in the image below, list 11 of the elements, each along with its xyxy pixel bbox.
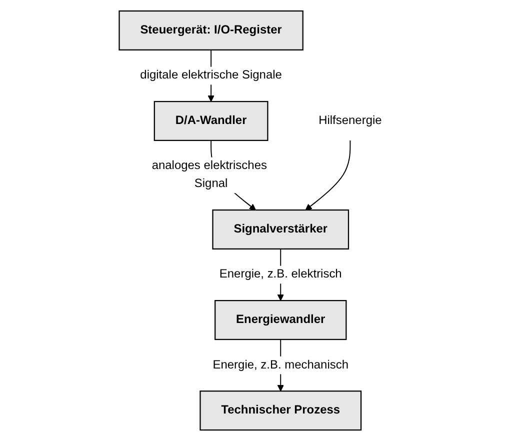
node-text: Hilfsenergie bbox=[318, 114, 382, 127]
edge-label: analoges elektrisches Signal bbox=[152, 160, 267, 190]
node-box: Technischer Prozess bbox=[200, 390, 362, 431]
node-box: Energiewandler bbox=[214, 300, 347, 340]
node-box: Steuergerät: I/O-Register bbox=[118, 10, 304, 50]
node-box: Signalverstärker bbox=[212, 209, 350, 250]
edge-label: Energie, z.B. mechanisch bbox=[212, 358, 348, 372]
edge-label: Energie, z.B. elektrisch bbox=[219, 268, 342, 281]
edge-label: digitale elektrische Signale bbox=[140, 68, 282, 82]
arrow bbox=[305, 140, 351, 210]
node-box: D/A-Wandler bbox=[154, 100, 268, 141]
